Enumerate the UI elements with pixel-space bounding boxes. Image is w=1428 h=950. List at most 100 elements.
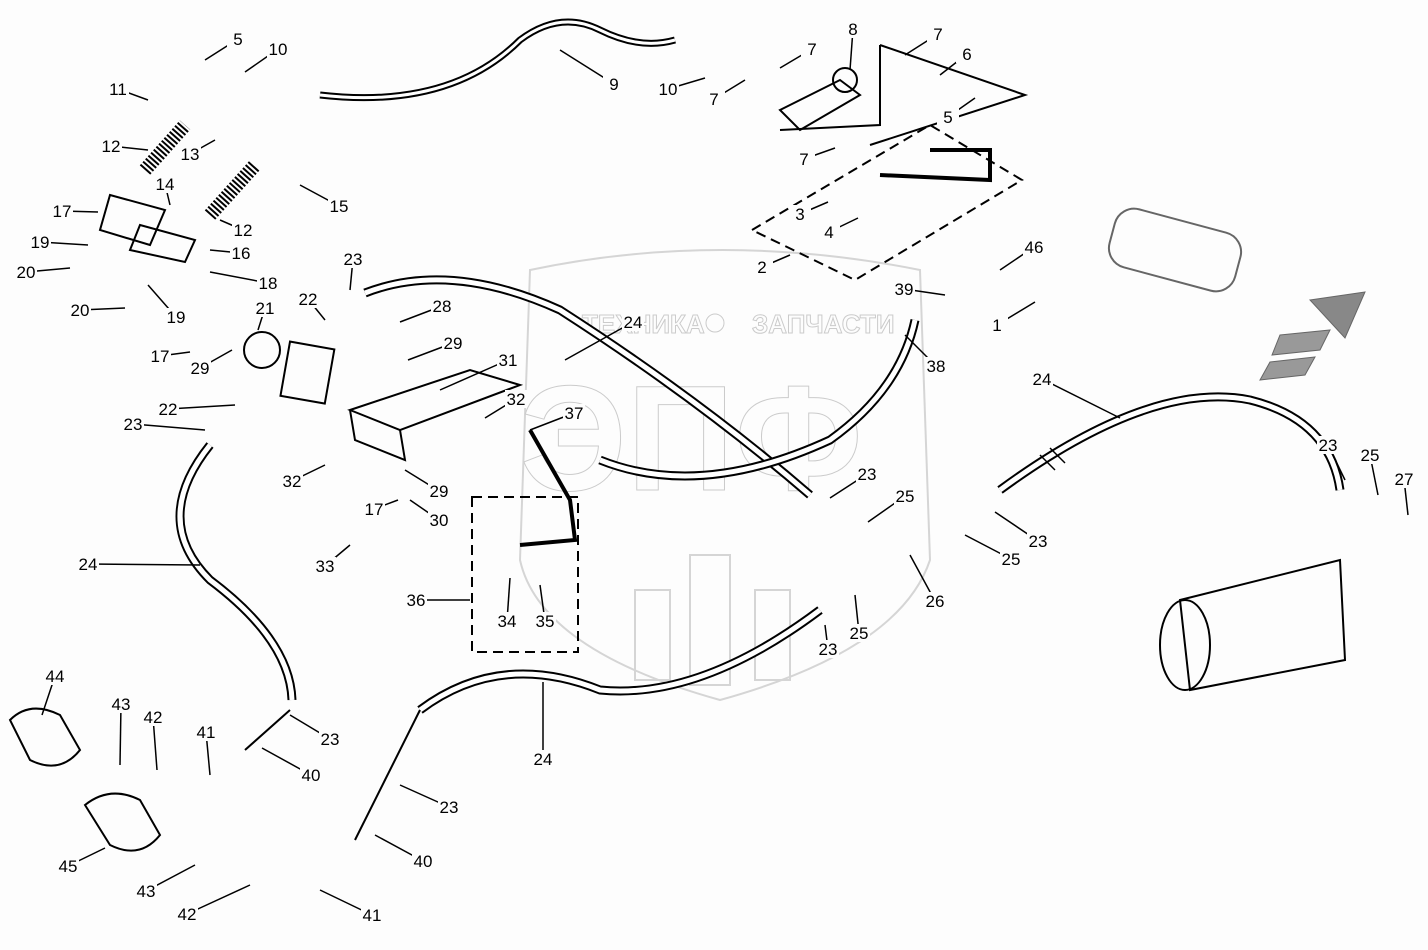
label-background bbox=[227, 30, 249, 48]
part-number-label: 29 bbox=[191, 359, 210, 378]
part-number-label: 6 bbox=[962, 45, 971, 64]
part-number-label: 27 bbox=[1395, 470, 1414, 489]
part-number-label: 25 bbox=[850, 624, 869, 643]
label-background bbox=[135, 882, 157, 900]
part-number-label: 16 bbox=[232, 244, 251, 263]
label-background bbox=[1027, 532, 1049, 550]
part-number-label: 24 bbox=[1033, 370, 1052, 389]
label-background bbox=[254, 299, 276, 317]
part-number-label: 22 bbox=[299, 290, 318, 309]
label-background bbox=[622, 313, 644, 331]
label-background bbox=[319, 730, 341, 748]
part-number-label: 4 bbox=[824, 223, 833, 242]
label-background bbox=[657, 80, 679, 98]
part-number-label: 41 bbox=[363, 906, 382, 925]
part-number-label: 29 bbox=[430, 482, 449, 501]
leader-line bbox=[132, 423, 206, 431]
label-background bbox=[179, 145, 201, 163]
label-background bbox=[751, 258, 773, 276]
label-background bbox=[924, 592, 946, 610]
label-background bbox=[232, 221, 254, 239]
part-number-label: 15 bbox=[330, 197, 349, 216]
label-background bbox=[314, 557, 336, 575]
label-background bbox=[257, 274, 279, 292]
gear-icon bbox=[705, 313, 725, 333]
label-background bbox=[801, 40, 823, 58]
part-number-label: 24 bbox=[624, 313, 643, 332]
label-background bbox=[189, 359, 211, 377]
part-number-label: 3 bbox=[795, 205, 804, 224]
part-number-label: 36 bbox=[407, 591, 426, 610]
label-background bbox=[100, 137, 122, 155]
leader-line bbox=[1041, 378, 1121, 419]
part-number-label: 10 bbox=[269, 40, 288, 59]
part-number-label: 45 bbox=[59, 857, 78, 876]
leader-line bbox=[87, 563, 201, 566]
part-number-label: 30 bbox=[430, 511, 449, 530]
label-background bbox=[154, 175, 176, 193]
part-number-label: 19 bbox=[167, 308, 186, 327]
part-number-label: 7 bbox=[807, 40, 816, 59]
part-number-label: 11 bbox=[109, 80, 127, 99]
label-background bbox=[57, 857, 79, 875]
label-background bbox=[1317, 436, 1339, 454]
part-number-label: 25 bbox=[1361, 446, 1380, 465]
part-number-label: 5 bbox=[943, 108, 952, 127]
label-background bbox=[122, 415, 144, 433]
part-number-label: 17 bbox=[365, 500, 384, 519]
part-number-label: 21 bbox=[256, 299, 275, 318]
part-number-label: 7 bbox=[799, 150, 808, 169]
part-number-label: 23 bbox=[1319, 436, 1338, 455]
label-background bbox=[1023, 238, 1045, 256]
label-background bbox=[793, 150, 815, 168]
part-number-label: 23 bbox=[858, 465, 877, 484]
label-background bbox=[107, 80, 129, 98]
label-background bbox=[428, 511, 450, 529]
label-background bbox=[428, 482, 450, 500]
label-background bbox=[300, 766, 322, 784]
part-number-label: 14 bbox=[156, 175, 175, 194]
label-background bbox=[496, 612, 518, 630]
label-background bbox=[438, 798, 460, 816]
part-number-label: 41 bbox=[197, 723, 216, 742]
part-number-label: 25 bbox=[1002, 550, 1021, 569]
label-background bbox=[505, 390, 527, 408]
part-number-label: 40 bbox=[302, 766, 321, 785]
label-background bbox=[51, 202, 73, 220]
label-background bbox=[1393, 470, 1415, 488]
leader-line bbox=[564, 321, 634, 361]
label-background bbox=[69, 301, 91, 319]
label-background bbox=[110, 695, 132, 713]
direction-arrow-icon bbox=[1308, 291, 1366, 339]
part-number-label: 32 bbox=[283, 472, 302, 491]
part-number-label: 23 bbox=[1029, 532, 1048, 551]
part-number-label: 46 bbox=[1025, 238, 1044, 257]
part-number-label: 1 bbox=[992, 316, 1001, 335]
part-number-label: 26 bbox=[926, 592, 945, 611]
part-number-label: 28 bbox=[433, 297, 452, 316]
label-background bbox=[563, 404, 585, 422]
part-number-label: 43 bbox=[137, 882, 156, 901]
label-background bbox=[405, 591, 427, 609]
part-number-label: 37 bbox=[565, 404, 584, 423]
leader-line bbox=[439, 359, 509, 391]
leader-line bbox=[167, 404, 236, 410]
part-number-label: 13 bbox=[181, 145, 200, 164]
part-number-label: 17 bbox=[53, 202, 72, 221]
label-background bbox=[497, 351, 519, 369]
part-number-label: 5 bbox=[233, 30, 242, 49]
label-background bbox=[789, 205, 811, 223]
label-background bbox=[328, 197, 350, 215]
label-background bbox=[281, 472, 303, 490]
part-number-label: 42 bbox=[178, 905, 197, 924]
label-background bbox=[230, 244, 252, 262]
label-background bbox=[165, 308, 187, 326]
label-background bbox=[927, 25, 949, 43]
part-number-label: 33 bbox=[316, 557, 335, 576]
part-number-label: 35 bbox=[536, 612, 555, 631]
label-background bbox=[442, 334, 464, 352]
label-background bbox=[29, 233, 51, 251]
